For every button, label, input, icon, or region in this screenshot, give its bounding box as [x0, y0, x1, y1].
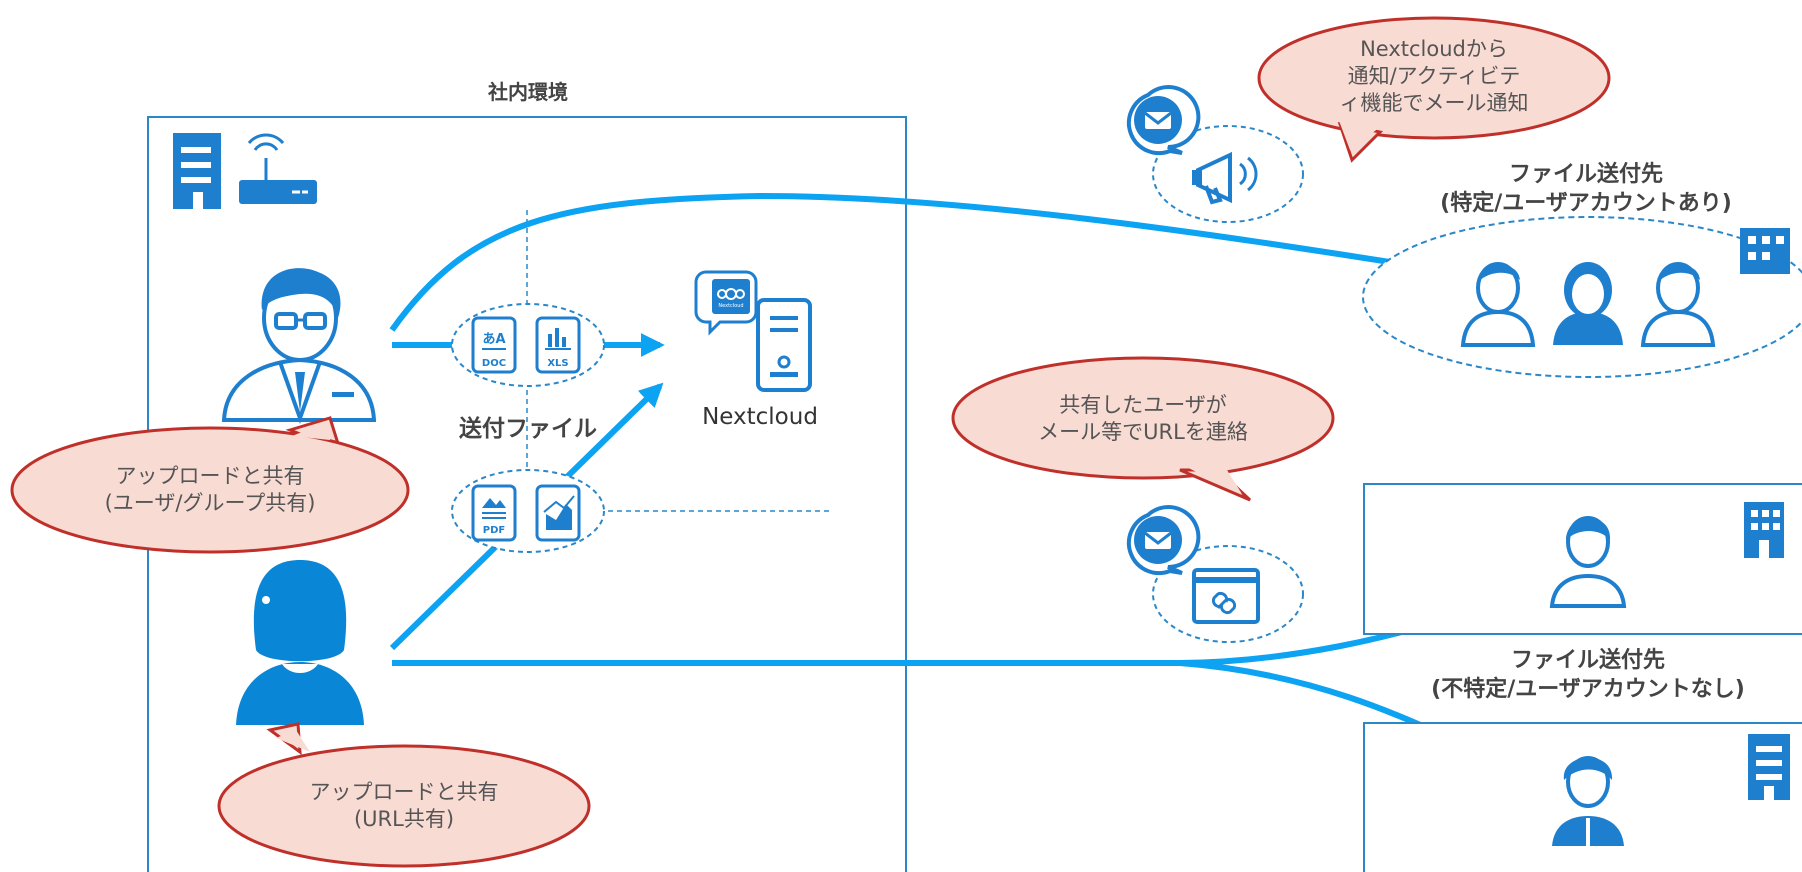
bubble-upload-group-line-2: (ユーザ/グループ共有) [104, 491, 316, 515]
unspecified-recipient-line-1: ファイル送付先 [1510, 648, 1665, 673]
specific-recipient-line-1: ファイル送付先 [1508, 162, 1663, 187]
internal-environment-title: 社内環境 [488, 80, 568, 104]
bubble-upload-url-text: アップロードと共有 (URL共有) [244, 779, 564, 833]
xls-file-icon: XLS [535, 316, 581, 374]
office-building-icon [173, 133, 221, 209]
female-user-icon [236, 560, 364, 725]
bubble-upload-group-line-1: アップロードと共有 [115, 464, 305, 488]
files-label: 送付ファイル [459, 416, 597, 442]
svg-text:Nextcloud: Nextcloud [718, 303, 743, 309]
bubble-notify-line-1: Nextcloudから [1360, 37, 1508, 61]
link-window-icon [1192, 568, 1260, 624]
nextcloud-server-icon: Nextcloud [694, 270, 812, 392]
bubble-share-url-line-2: メール等でURLを連絡 [1038, 420, 1248, 444]
bubble-upload-url-line-2: (URL共有) [353, 807, 455, 831]
pdf-file-icon: PDF [471, 484, 517, 542]
bubble-upload-url-line-1: アップロードと共有 [309, 780, 499, 804]
doc-file-icon: あA DOC [471, 316, 517, 374]
svg-text:DOC: DOC [482, 358, 506, 369]
svg-text:PDF: PDF [483, 525, 505, 536]
mail-icon-2 [1126, 505, 1201, 575]
unspecified-recipient-line-2: (不特定/ユーザアカウントなし) [1431, 677, 1745, 702]
building-icon-2 [1748, 734, 1790, 800]
unspecified-recipient-label: ファイル送付先 (不特定/ユーザアカウントなし) [1386, 646, 1790, 704]
specific-recipient-label: ファイル送付先 (特定/ユーザアカウントあり) [1386, 160, 1786, 218]
specific-recipient-line-2: (特定/ユーザアカウントあり) [1440, 191, 1732, 216]
bubble-notify [1257, 16, 1611, 163]
recipient-building-icon [1740, 228, 1790, 274]
bubble-upload-group [10, 416, 410, 554]
bubble-notify-line-3: ィ機能でメール通知 [1339, 91, 1529, 115]
megaphone-icon [1192, 151, 1258, 205]
bubble-share-url [951, 356, 1335, 502]
chart-file-icon [535, 484, 581, 542]
wifi-router-icon [239, 133, 317, 204]
user-icon-2 [1552, 756, 1624, 846]
bubble-upload-url [217, 722, 591, 868]
arrow-to-specific-recipients [389, 192, 1433, 332]
server-label: Nextcloud [702, 404, 818, 430]
bubble-upload-group-text: アップロードと共有 (ユーザ/グループ共有) [30, 463, 390, 517]
user-group-icon [1460, 262, 1716, 347]
svg-text:あA: あA [482, 332, 505, 347]
bubble-share-url-text: 共有したユーザが メール等でURLを連絡 [983, 392, 1303, 446]
male-user-glasses-icon [221, 268, 377, 424]
building-icon-1 [1744, 502, 1784, 558]
bubble-notify-line-2: 通知/アクティビテ [1347, 64, 1521, 88]
bubble-notify-text: Nextcloudから 通知/アクティビテ ィ機能でメール通知 [1294, 36, 1574, 117]
mail-icon [1126, 85, 1201, 155]
bubble-share-url-line-1: 共有したユーザが [1059, 393, 1227, 417]
svg-text:XLS: XLS [547, 358, 568, 369]
user-icon [1549, 516, 1627, 608]
